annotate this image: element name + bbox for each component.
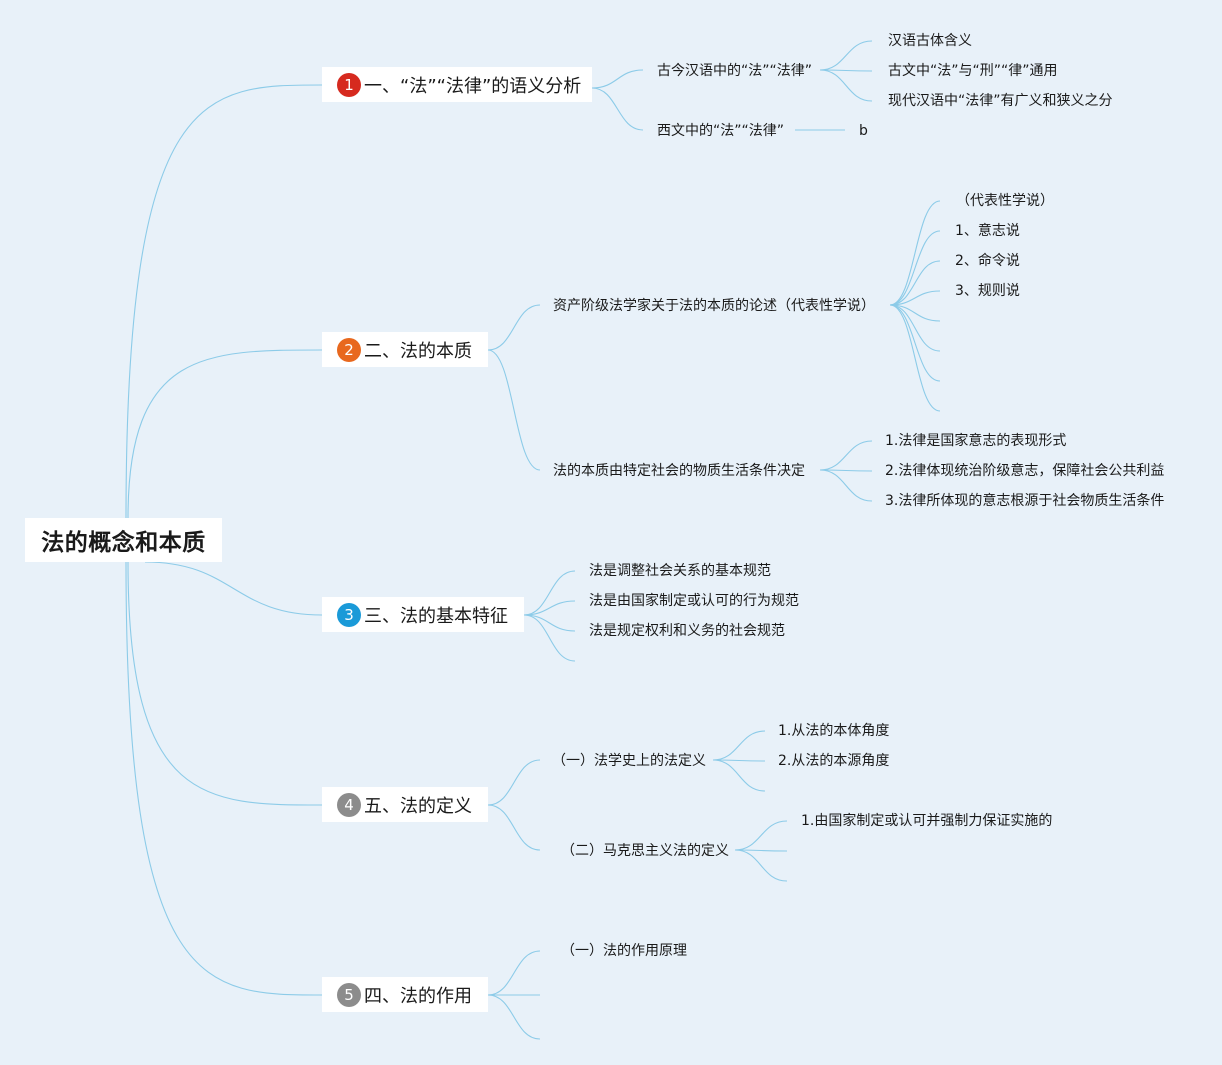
connector-line — [487, 950, 541, 996]
subtopic-material-conditions[interactable]: 法的本质由特定社会的物质生活条件决定 — [553, 463, 805, 479]
connector-line — [889, 200, 941, 306]
subtopic-historical-definitions[interactable]: （一）法学史上的法定义 — [552, 753, 706, 769]
number-1-badge-icon: 1 — [337, 72, 361, 97]
subtopic-function-principle[interactable]: （一）法的作用原理 — [561, 943, 687, 959]
connector-line — [487, 759, 541, 806]
number-4-badge-icon: 4 — [337, 792, 361, 817]
connector-line — [523, 614, 576, 632]
leaf-origin-angle[interactable]: 2.从法的本源角度 — [778, 753, 890, 769]
number-5-badge-icon: 5 — [337, 982, 361, 1007]
connector-line — [591, 87, 644, 131]
connector-line — [487, 994, 541, 1040]
connector-line — [819, 69, 873, 102]
branch-1-label: 一、“法”“法律”的语义分析 — [364, 75, 582, 97]
connector-line — [889, 260, 941, 306]
branch-5-topic[interactable]: 5 四、法的作用 — [322, 977, 488, 1012]
branch-3-topic[interactable]: 3 三、法的基本特征 — [322, 597, 524, 632]
connector-line — [712, 730, 766, 761]
subtopic-western-languages[interactable]: 西文中的“法”“法律” — [657, 123, 785, 139]
number-3-badge-icon: 3 — [337, 602, 361, 627]
connector-line — [125, 561, 323, 996]
leaf-ancient-meaning[interactable]: 汉语古体含义 — [888, 33, 972, 49]
leaf-basic-norm[interactable]: 法是调整社会关系的基本规范 — [589, 563, 771, 579]
leaf-ruling-class-will[interactable]: 2.法律体现统治阶级意志，保障社会公共利益 — [885, 463, 1165, 479]
connector-line — [889, 290, 941, 306]
connector-line — [819, 469, 873, 502]
branch-4-topic[interactable]: 4 五、法的定义 — [322, 787, 488, 822]
connector-line — [712, 759, 766, 792]
number-2-badge-icon: 2 — [337, 337, 361, 362]
connector-line — [889, 304, 941, 352]
root-topic[interactable]: 法的概念和本质 — [25, 518, 222, 562]
branch-2-topic[interactable]: 2 二、法的本质 — [322, 332, 488, 367]
connector-line — [125, 84, 323, 519]
connector-line — [734, 820, 788, 851]
branch-1-topic[interactable]: 1 一、“法”“法律”的语义分析 — [322, 67, 592, 102]
leaf-ontology-angle[interactable]: 1.从法的本体角度 — [778, 723, 890, 739]
leaf-b[interactable]: b — [859, 123, 868, 139]
connector-line — [889, 304, 941, 382]
leaf-state-will[interactable]: 1.法律是国家意志的表现形式 — [885, 433, 1067, 449]
connector-line — [127, 349, 323, 519]
subtopic-marxist-definition[interactable]: （二）马克思主义法的定义 — [561, 843, 729, 859]
subtopic-bourgeois-theories[interactable]: 资产阶级法学家关于法的本质的论述（代表性学说） — [553, 298, 875, 314]
connector-line — [487, 349, 541, 471]
subtopic-ancient-modern-chinese[interactable]: 古今汉语中的“法”“法律” — [657, 63, 813, 79]
connector-line — [889, 304, 941, 322]
connector-line — [591, 69, 644, 89]
connector-line — [127, 561, 323, 806]
connector-line — [889, 230, 941, 306]
connector-line — [889, 304, 941, 412]
leaf-will-roots[interactable]: 3.法律所体现的意志根源于社会物质生活条件 — [885, 493, 1165, 509]
leaf-rule-theory[interactable]: 3、规则说 — [955, 283, 1020, 299]
leaf-will-theory[interactable]: 1、意志说 — [955, 223, 1020, 239]
branch-2-label: 二、法的本质 — [364, 340, 472, 362]
connector-line — [819, 440, 873, 471]
leaf-state-enforced[interactable]: 1.由国家制定或认可并强制力保证实施的 — [801, 813, 1053, 829]
branch-3-label: 三、法的基本特征 — [364, 605, 508, 627]
connector-line — [487, 804, 541, 851]
branch-5-label: 四、法的作用 — [364, 985, 472, 1007]
connector-line — [819, 40, 873, 71]
connector-line — [523, 600, 576, 616]
connector-line — [523, 570, 576, 616]
connector-line — [734, 849, 788, 882]
leaf-rights-duties-norm[interactable]: 法是规定权利和义务的社会规范 — [589, 623, 785, 639]
leaf-command-theory[interactable]: 2、命令说 — [955, 253, 1020, 269]
branch-4-label: 五、法的定义 — [364, 795, 472, 817]
connector-line — [523, 614, 576, 662]
leaf-state-made-norm[interactable]: 法是由国家制定或认可的行为规范 — [589, 593, 799, 609]
leaf-representative-theories[interactable]: （代表性学说） — [956, 193, 1054, 209]
leaf-modern-broad-narrow[interactable]: 现代汉语中“法律”有广义和狭义之分 — [888, 93, 1113, 109]
connector-line — [487, 304, 541, 351]
leaf-fa-xing-lv[interactable]: 古文中“法”与“刑”“律”通用 — [888, 63, 1058, 79]
connector-line — [144, 561, 323, 616]
